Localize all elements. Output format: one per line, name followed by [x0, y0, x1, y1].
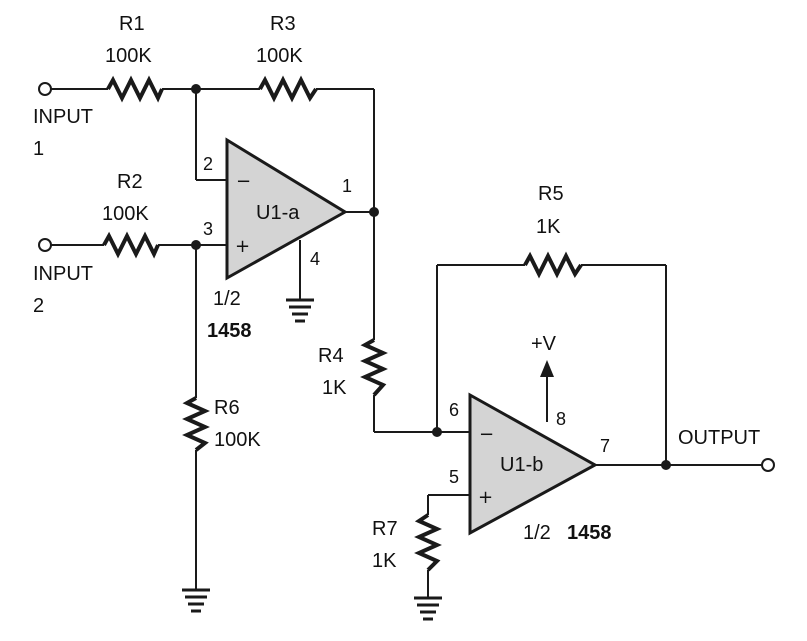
u1b-minus-sign: − — [479, 424, 494, 445]
r4-value: 1K — [322, 377, 347, 399]
u1a-plus-sign: + — [235, 236, 250, 257]
u1a-pin-4: 4 — [310, 249, 320, 269]
ground-icon-u1a — [286, 298, 314, 323]
resistor-r4-symbol — [360, 338, 388, 397]
resistor-r1-symbol — [106, 75, 164, 103]
resistor-r5-symbol — [523, 251, 583, 279]
r3-name: R3 — [270, 13, 296, 35]
u1a-name: U1-a — [256, 202, 300, 224]
r5-value: 1K — [536, 216, 561, 238]
r5-name: R5 — [538, 183, 564, 205]
u1a-pin-3: 3 — [203, 219, 213, 239]
r2-value: 100K — [102, 203, 149, 225]
opamp-u1b — [468, 392, 599, 536]
u1b-plus-sign: + — [478, 487, 493, 508]
r7-name: R7 — [372, 518, 398, 540]
input-1-label: INPUT — [33, 106, 93, 128]
resistor-r2-symbol — [102, 231, 160, 259]
u1a-pin-2: 2 — [203, 154, 213, 174]
u1b-pin-6: 6 — [449, 400, 459, 420]
wires — [51, 88, 762, 598]
input-2-terminal — [38, 238, 52, 252]
supply-arrow-icon — [540, 360, 554, 377]
r7-value: 1K — [372, 550, 397, 572]
u1b-pin-8: 8 — [556, 409, 566, 429]
resistor-r6-symbol — [182, 396, 210, 452]
resistor-r3-symbol — [258, 75, 318, 103]
u1b-part-number: 1458 — [567, 522, 612, 544]
input-2-label: INPUT — [33, 263, 93, 285]
r1-name: R1 — [119, 13, 145, 35]
output-label: OUTPUT — [678, 427, 760, 449]
r1-value: 100K — [105, 45, 152, 67]
ground-icon-r7 — [414, 596, 442, 621]
u1a-fraction: 1/2 — [213, 288, 241, 310]
junction-dots — [191, 84, 671, 470]
output-terminal — [761, 458, 775, 472]
input-2-number: 2 — [33, 295, 44, 317]
u1a-part-number: 1458 — [207, 320, 252, 342]
input-1-number: 1 — [33, 138, 44, 160]
u1b-name: U1-b — [500, 454, 543, 476]
r6-name: R6 — [214, 397, 240, 419]
input-1-terminal — [38, 82, 52, 96]
r4-name: R4 — [318, 345, 344, 367]
supply-label: +V — [531, 333, 557, 355]
r2-name: R2 — [117, 171, 143, 193]
u1b-pin-5: 5 — [449, 467, 459, 487]
r6-value: 100K — [214, 429, 261, 451]
u1a-minus-sign: − — [236, 171, 251, 192]
resistor-r7-symbol — [414, 513, 442, 572]
ground-icon-r6 — [182, 588, 210, 613]
opamp-u1a — [225, 137, 348, 281]
u1a-pin-1: 1 — [342, 176, 352, 196]
u1b-pin-7: 7 — [600, 436, 610, 456]
u1b-fraction: 1/2 — [523, 522, 551, 544]
r3-value: 100K — [256, 45, 303, 67]
